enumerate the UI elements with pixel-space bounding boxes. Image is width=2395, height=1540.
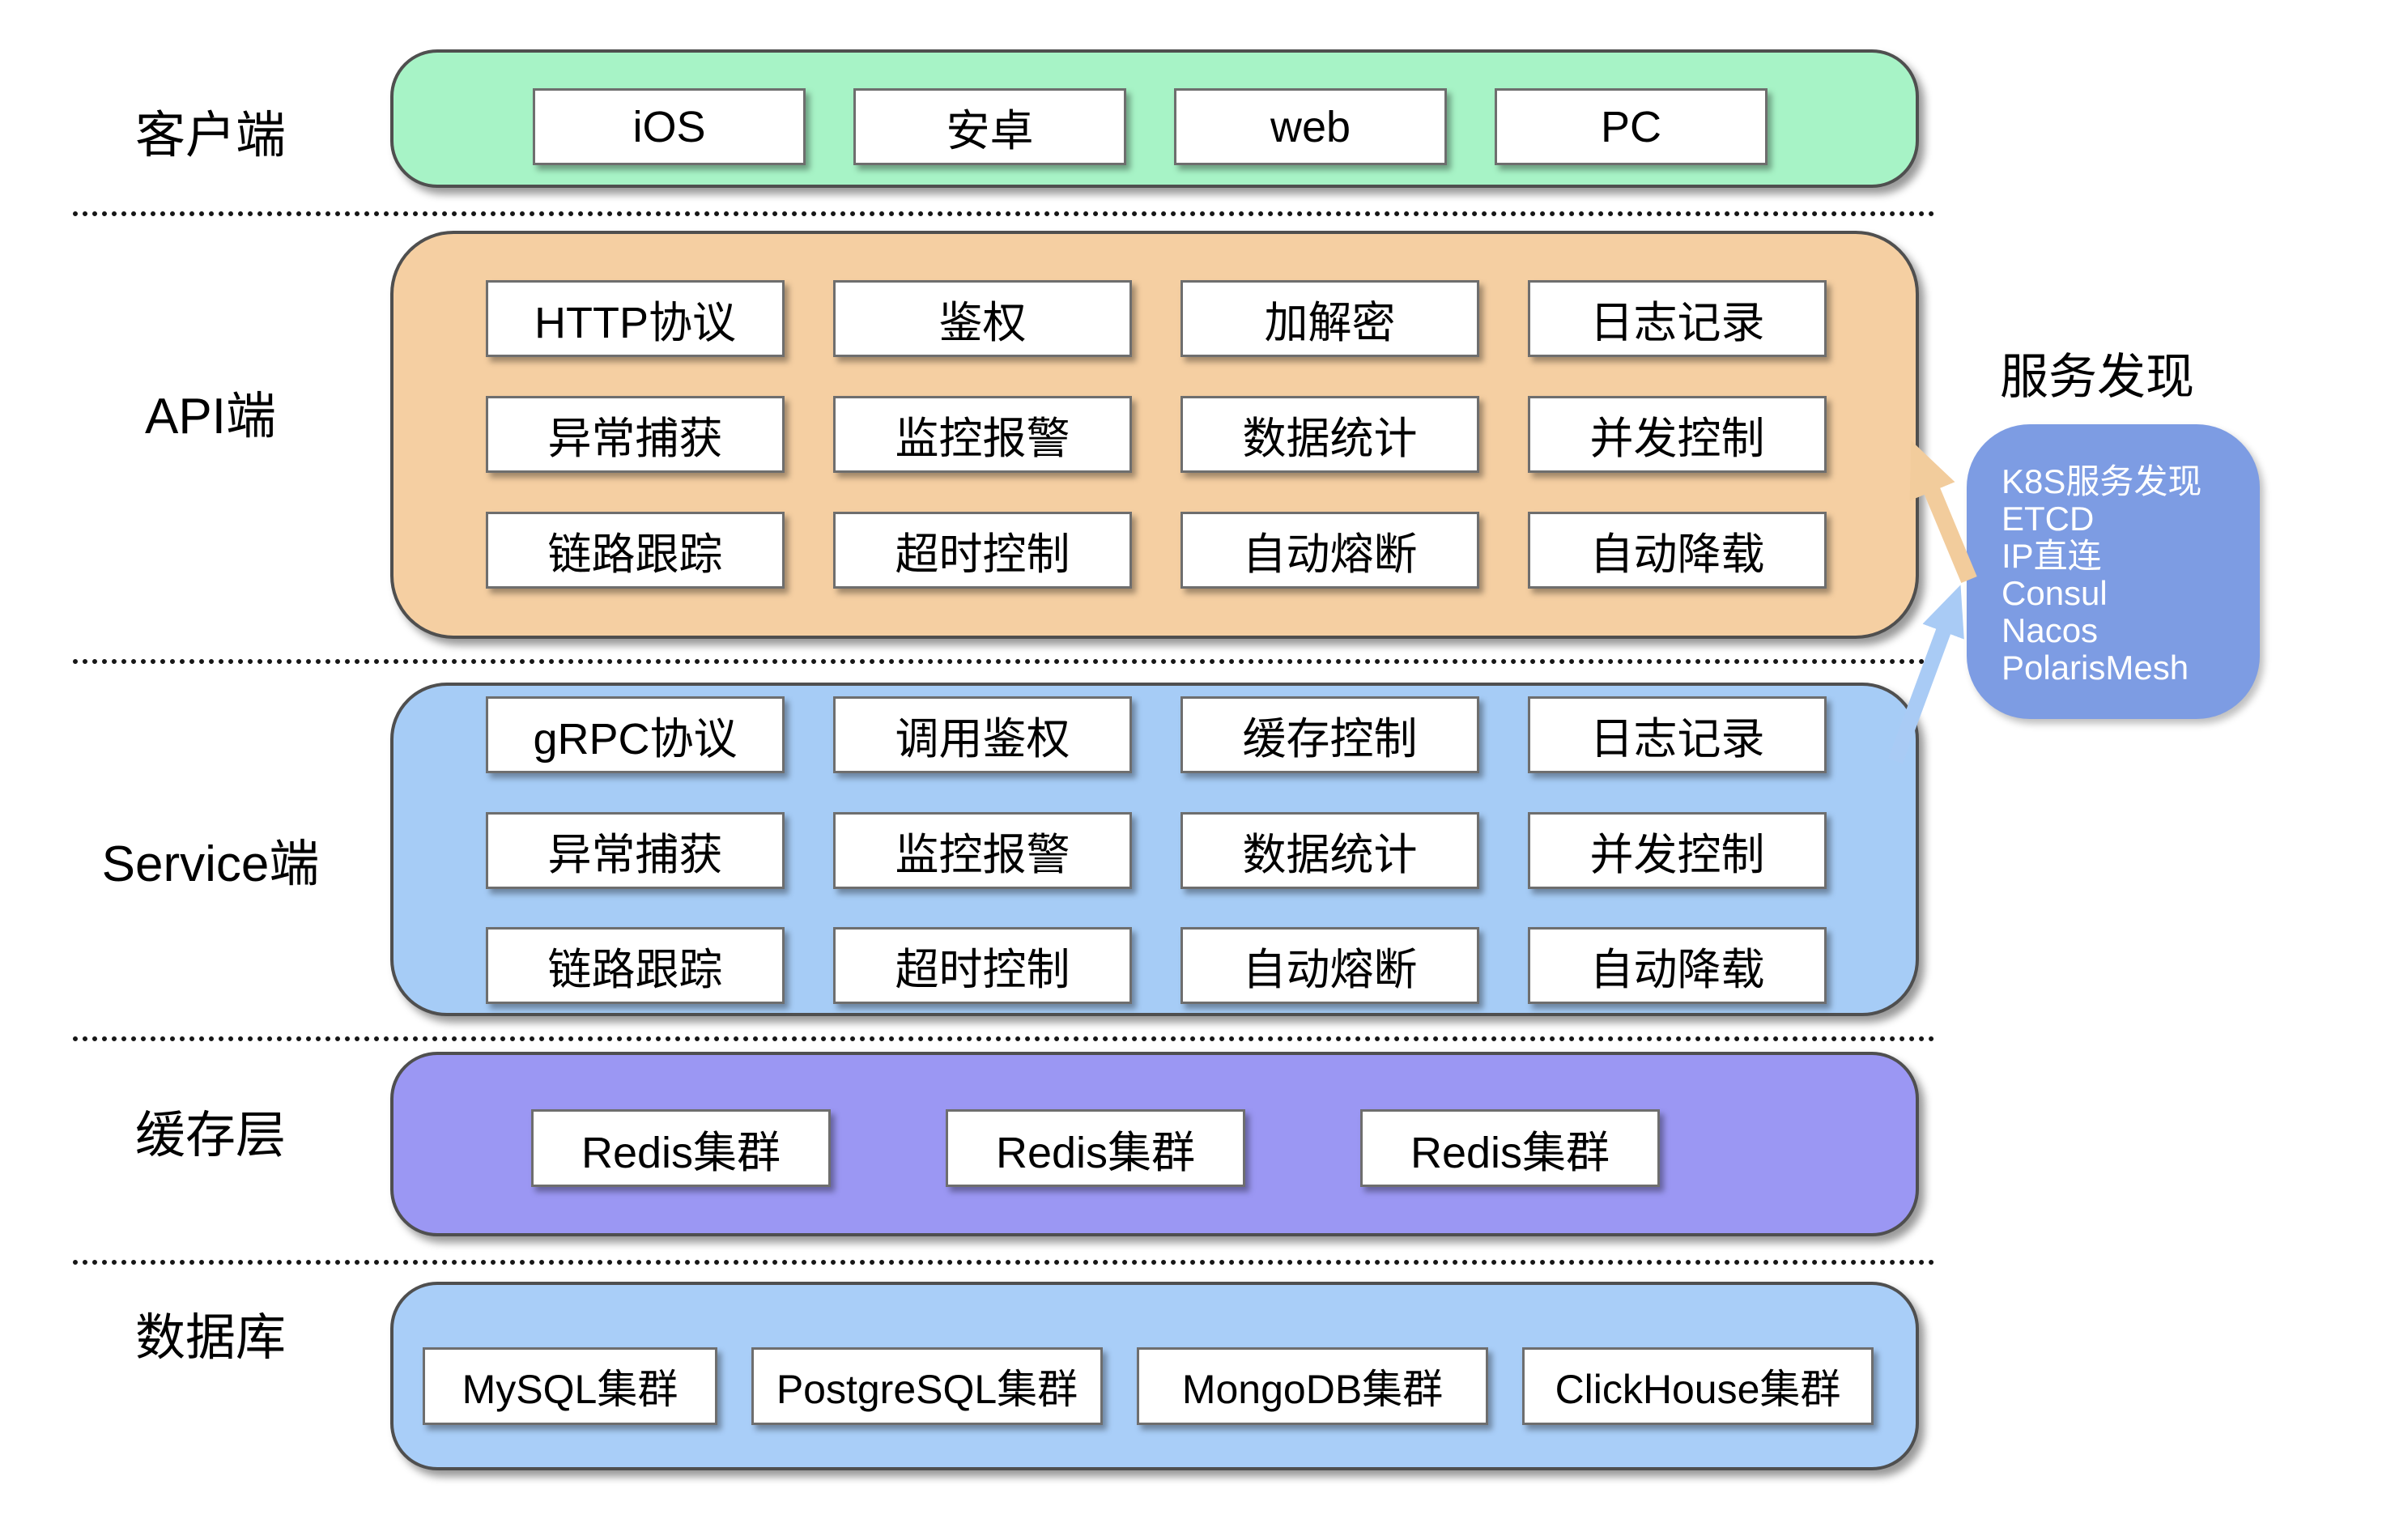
api-chip-row-3: 链路跟踪 超时控制 自动熔断 自动降载 [486,512,1827,589]
chip-circuit-breaker: 自动熔断 [1180,927,1479,1004]
service-layer-label: Service端 [101,836,320,892]
separator-client-api [73,211,1935,216]
chip-exception-capture: 异常捕获 [486,396,785,473]
chip-redis-cluster-3: Redis集群 [1360,1109,1660,1187]
chip-timeout-control: 超时控制 [833,512,1132,589]
arrow-discovery-to-api [1909,440,1977,584]
chip-auth: 鉴权 [833,280,1132,357]
chip-web: web [1174,88,1447,165]
service-discovery-title: 服务发现 [2000,350,2194,404]
chip-circuit-breaker: 自动熔断 [1180,512,1479,589]
cache-chip-row: Redis集群 Redis集群 Redis集群 [531,1109,1660,1187]
cache-layer-box: Redis集群 Redis集群 Redis集群 [390,1052,1919,1236]
database-layer-label: 数据库 [134,1310,286,1366]
separator-cache-db [73,1260,1935,1265]
chip-concurrency-control: 并发控制 [1528,396,1827,473]
discovery-item-k8s: K8S服务发现 [2002,462,2202,500]
chip-mongodb-cluster: MongoDB集群 [1137,1347,1488,1425]
discovery-item-consul: Consul [2002,574,2108,612]
chip-redis-cluster-1: Redis集群 [531,1109,831,1187]
chip-grpc-protocol: gRPC协议 [486,696,785,773]
api-chip-row-2: 异常捕获 监控报警 数据统计 并发控制 [486,396,1827,473]
chip-call-auth: 调用鉴权 [833,696,1132,773]
cache-layer-label: 缓存层 [134,1108,286,1164]
client-chip-row: iOS 安卓 web PC [533,88,1768,165]
discovery-item-ip-direct: IP直连 [2002,537,2102,575]
api-layer-box: HTTP协议 鉴权 加解密 日志记录 异常捕获 监控报警 数据统计 并发控制 链… [390,231,1919,639]
chip-load-shedding: 自动降载 [1528,927,1827,1004]
chip-crypto: 加解密 [1180,280,1479,357]
chip-trace: 链路跟踪 [486,512,785,589]
service-discovery-box: K8S服务发现 ETCD IP直连 Consul Nacos PolarisMe… [1967,424,2260,719]
separator-service-cache [73,1036,1935,1041]
chip-monitor-alert: 监控报警 [833,812,1132,889]
chip-data-statistics: 数据统计 [1180,812,1479,889]
chip-pc: PC [1495,88,1768,165]
api-chip-row-1: HTTP协议 鉴权 加解密 日志记录 [486,280,1827,357]
chip-ios: iOS [533,88,806,165]
chip-cache-control: 缓存控制 [1180,696,1479,773]
chip-android: 安卓 [853,88,1126,165]
database-layer-box: MySQL集群 PostgreSQL集群 MongoDB集群 ClickHous… [390,1282,1919,1470]
discovery-item-etcd: ETCD [2002,500,2095,538]
chip-logging: 日志记录 [1528,280,1827,357]
chip-logging: 日志记录 [1528,696,1827,773]
chip-mysql-cluster: MySQL集群 [423,1347,717,1425]
discovery-item-polarismesh: PolarisMesh [2002,649,2189,687]
api-layer-label: API端 [145,389,276,445]
chip-clickhouse-cluster: ClickHouse集群 [1522,1347,1874,1425]
service-layer-box: gRPC协议 调用鉴权 缓存控制 日志记录 异常捕获 监控报警 数据统计 并发控… [390,683,1919,1016]
client-layer-label: 客户端 [134,108,286,164]
chip-concurrency-control: 并发控制 [1528,812,1827,889]
chip-data-statistics: 数据统计 [1180,396,1479,473]
service-chip-row-1: gRPC协议 调用鉴权 缓存控制 日志记录 [486,696,1827,773]
chip-timeout-control: 超时控制 [833,927,1132,1004]
database-chip-row: MySQL集群 PostgreSQL集群 MongoDB集群 ClickHous… [423,1347,1874,1425]
chip-monitor-alert: 监控报警 [833,396,1132,473]
chip-postgresql-cluster: PostgreSQL集群 [751,1347,1103,1425]
chip-load-shedding: 自动降载 [1528,512,1827,589]
service-chip-row-3: 链路跟踪 超时控制 自动熔断 自动降载 [486,927,1827,1004]
discovery-item-nacos: Nacos [2002,611,2099,649]
chip-trace: 链路跟踪 [486,927,785,1004]
chip-http-protocol: HTTP协议 [486,280,785,357]
separator-api-service [73,659,1935,664]
client-layer-box: iOS 安卓 web PC [390,49,1919,188]
chip-redis-cluster-2: Redis集群 [946,1109,1245,1187]
service-chip-row-2: 异常捕获 监控报警 数据统计 并发控制 [486,812,1827,889]
chip-exception-capture: 异常捕获 [486,812,785,889]
